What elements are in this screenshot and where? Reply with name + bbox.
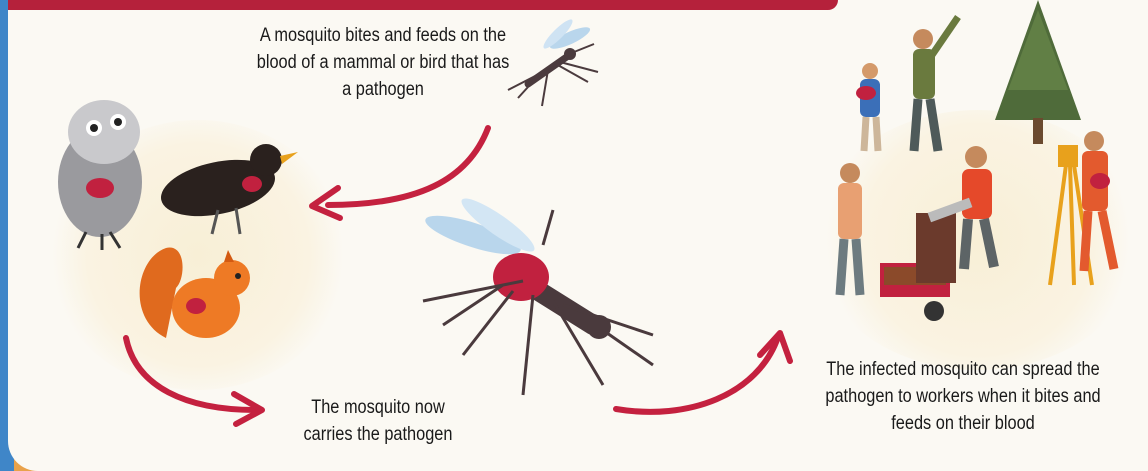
worker-surveyor (1050, 131, 1114, 285)
top-accent-bar (8, 0, 838, 10)
caption-step-1: A mosquito bites and feeds on the blood … (254, 22, 512, 103)
worker-small (856, 63, 880, 151)
small-mosquito-icon (498, 22, 618, 112)
worker-pointing (913, 17, 958, 151)
stump (916, 213, 956, 283)
arrow-to-carrier (116, 332, 276, 427)
forest-workers-icon (818, 5, 1128, 325)
arrow-to-workers (608, 325, 798, 425)
caption-step-3: The infected mosquito can spread the pat… (821, 356, 1105, 437)
diagram-panel: A mosquito bites and feeds on the blood … (8, 0, 1148, 471)
